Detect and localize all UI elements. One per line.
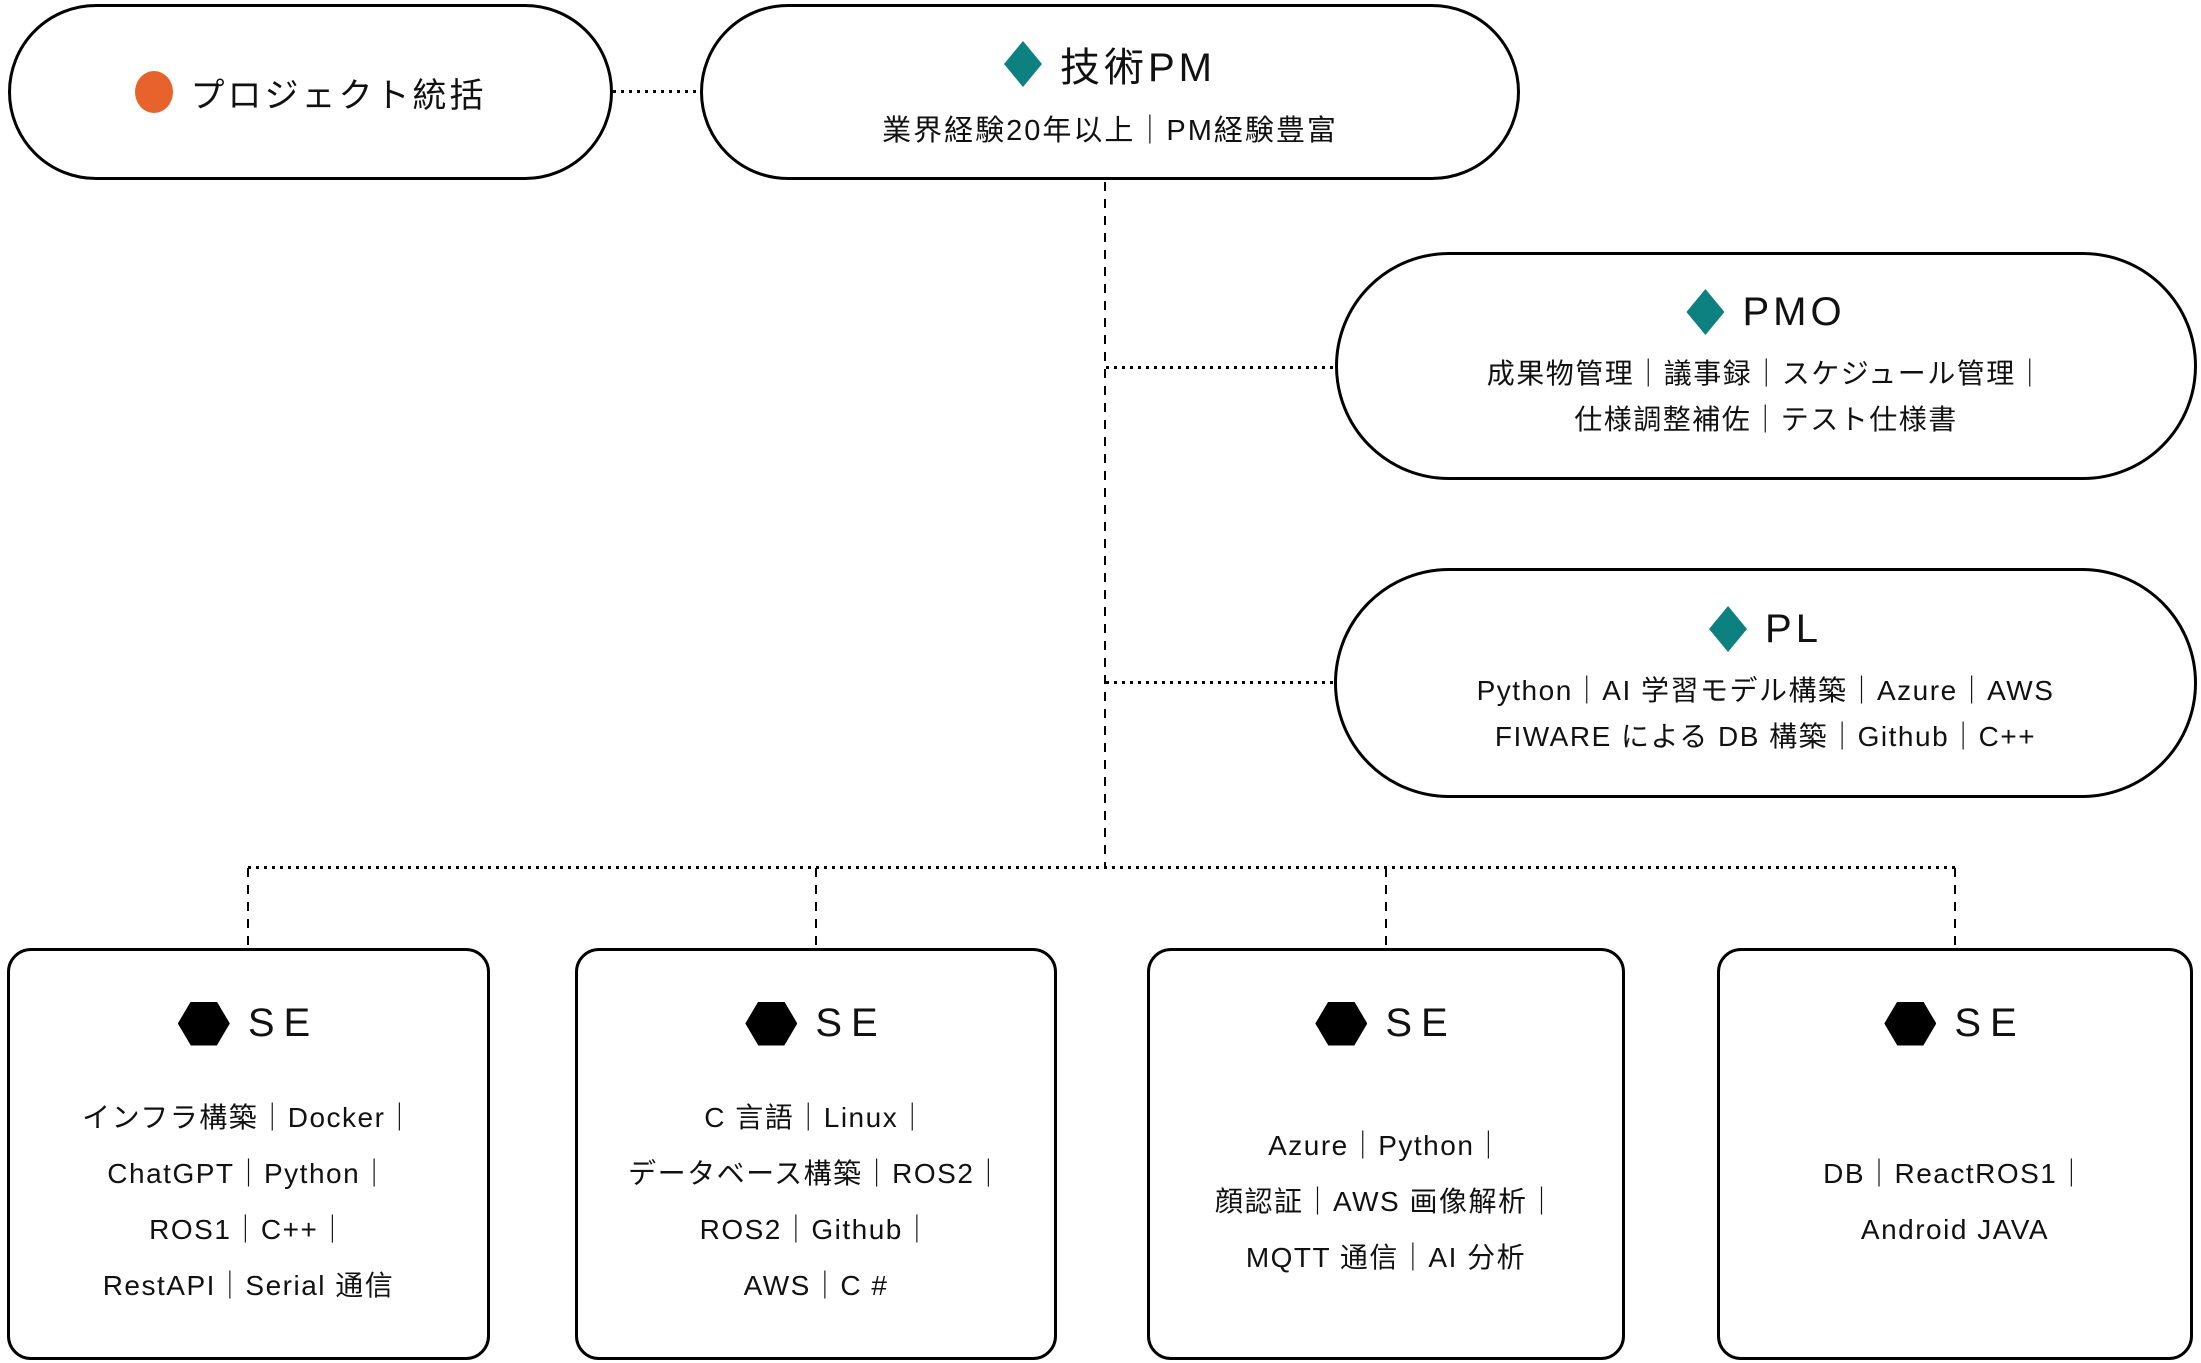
se-skill-line: ROS2｜Github｜ (699, 1213, 933, 1245)
node-pmo: PMO 成果物管理｜議事録｜スケジュール管理｜ 仕様調整補佐｜テスト仕様書 (1335, 252, 2197, 480)
pl-title-row: PL (1709, 606, 1822, 652)
node-se-4: SE DB｜ReactROS1｜ Android JAVA (1717, 948, 2193, 1360)
se-skill-line: C 言語｜Linux｜ (704, 1101, 928, 1133)
se-skill-line: ChatGPT｜Python｜ (107, 1157, 390, 1189)
pmo-body: 成果物管理｜議事録｜スケジュール管理｜ 仕様調整補佐｜テスト仕様書 (1487, 351, 2046, 443)
diamond-icon (1004, 41, 1042, 87)
pm-subtitle: 業界経験20年以上｜PM経験豊富 (882, 115, 1338, 147)
diamond-icon (1686, 289, 1725, 335)
connector-drop-se-4 (1954, 868, 1956, 950)
se-title-row: SE (177, 1001, 320, 1046)
project-label: プロジェクト統括 (190, 76, 487, 115)
connector-drop-se-2 (815, 868, 817, 950)
node-pl: PL Python｜AI 学習モデル構築｜Azure｜AWS FIWARE によ… (1334, 568, 2197, 798)
se-title-row: SE (1315, 1001, 1456, 1046)
se-title: SE (1385, 1001, 1457, 1045)
pm-title: 技術PM (1060, 46, 1216, 90)
node-se-3: SE Azure｜Python｜ 顔認証｜AWS 画像解析｜ MQTT 通信｜A… (1147, 948, 1625, 1360)
hexagon-icon (177, 1001, 230, 1046)
circle-icon (134, 71, 173, 113)
connector-trunk-pmo (1106, 366, 1335, 369)
pmo-skill-line: 成果物管理｜議事録｜スケジュール管理｜ (1486, 358, 2046, 389)
se-skill-line: Azure｜Python｜ (1268, 1129, 1504, 1161)
pmo-title-row: PMO (1686, 289, 1845, 335)
se-body: C 言語｜Linux｜ データベース構築｜ROS2｜ ROS2｜Github｜ … (628, 1046, 1004, 1357)
pmo-title: PMO (1742, 289, 1846, 334)
connector-drop-se-1 (247, 868, 249, 950)
connector-drop-se-3 (1385, 868, 1387, 950)
se-title: SE (247, 1001, 320, 1045)
connector-se-branch (248, 866, 1955, 869)
hexagon-icon (1884, 1001, 1937, 1046)
hexagon-icon (1315, 1001, 1368, 1046)
project-title-row: プロジェクト統括 (134, 68, 487, 117)
pl-title: PL (1765, 606, 1822, 651)
se-skill-line: 顔認証｜AWS 画像解析｜ (1214, 1185, 1558, 1217)
se-skill-line: DB｜ReactROS1｜ (1823, 1157, 2087, 1189)
node-project-supervision: プロジェクト統括 (8, 4, 613, 180)
se-title-row: SE (745, 1001, 886, 1046)
se-title: SE (1954, 1001, 2026, 1045)
se-body: インフラ構築｜Docker｜ ChatGPT｜Python｜ ROS1｜C++｜… (82, 1046, 415, 1357)
pl-skill-line: Python｜AI 学習モデル構築｜Azure｜AWS (1476, 675, 2055, 706)
connector-trunk-pl (1106, 681, 1334, 684)
connector-project-pm (613, 90, 703, 93)
pl-body: Python｜AI 学習モデル構築｜Azure｜AWS FIWARE による D… (1477, 668, 2055, 760)
node-technical-pm: 技術PM 業界経験20年以上｜PM経験豊富 (700, 4, 1520, 180)
connector-pm-trunk (1104, 182, 1106, 868)
se-body: Azure｜Python｜ 顔認証｜AWS 画像解析｜ MQTT 通信｜AI 分… (1215, 1046, 1557, 1357)
se-title: SE (815, 1001, 887, 1045)
se-skill-line: インフラ構築｜Docker｜ (82, 1101, 415, 1133)
se-skill-line: MQTT 通信｜AI 分析 (1245, 1241, 1527, 1273)
se-body: DB｜ReactROS1｜ Android JAVA (1823, 1046, 2087, 1357)
se-skill-line: RestAPI｜Serial 通信 (102, 1269, 395, 1301)
hexagon-icon (745, 1001, 798, 1046)
node-se-1: SE インフラ構築｜Docker｜ ChatGPT｜Python｜ ROS1｜C… (7, 948, 490, 1360)
se-skill-line: AWS｜C # (743, 1269, 889, 1301)
diamond-icon (1709, 606, 1748, 652)
pl-skill-line: FIWARE による DB 構築｜Github｜C++ (1494, 721, 2037, 752)
se-skill-line: Android JAVA (1860, 1213, 2050, 1245)
se-skill-line: データベース構築｜ROS2｜ (628, 1157, 1004, 1189)
pm-title-row: 技術PM (1004, 35, 1216, 93)
node-se-2: SE C 言語｜Linux｜ データベース構築｜ROS2｜ ROS2｜Githu… (575, 948, 1057, 1360)
se-title-row: SE (1884, 1001, 2025, 1046)
pmo-skill-line: 仕様調整補佐｜テスト仕様書 (1574, 404, 1958, 435)
se-skill-line: ROS1｜C++｜ (149, 1213, 348, 1245)
